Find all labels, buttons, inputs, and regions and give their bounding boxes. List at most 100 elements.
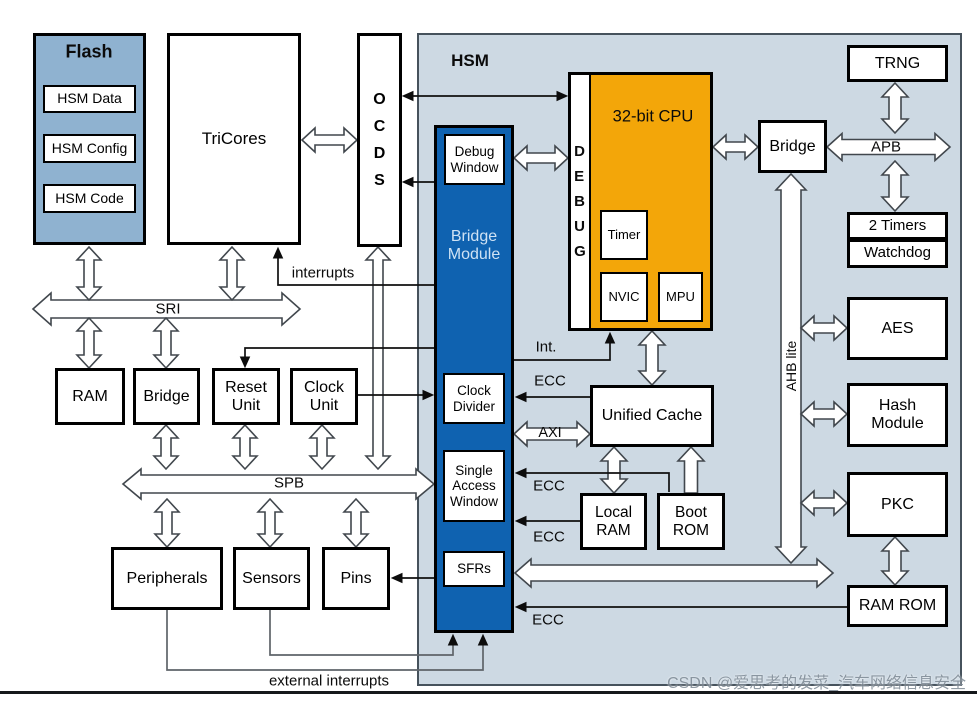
reset-unit-box: Reset Unit (212, 368, 280, 425)
sfrs-ahb-arrow (513, 557, 835, 589)
unified-cache-box: Unified Cache (590, 385, 714, 447)
cpu-cache-arrow (637, 329, 667, 387)
debugwindow-debug-arrow (512, 144, 570, 172)
ecc-localram-line-head0 (514, 515, 527, 527)
sri-bridge-arrow (152, 316, 180, 370)
ahb-hash-arrow (799, 400, 849, 428)
bridge-module-title: Bridge Module (447, 228, 501, 263)
hsm-title: HSM (451, 51, 489, 70)
ecc-label-ramrom: ECC (532, 611, 564, 629)
int-signal-label: Int. (535, 338, 557, 356)
debug-window-box: Debug Window (444, 134, 505, 185)
timer-box: Timer (600, 210, 648, 260)
watchdog-label: Watchdog (864, 244, 931, 262)
peripherals-external-interrupt-line (166, 610, 484, 671)
sensors-spb-arrow (256, 497, 284, 549)
sfrs-box: SFRs (443, 551, 505, 587)
flash-sri-arrow (75, 245, 103, 302)
flash-title: Flash (65, 41, 113, 62)
interrupts-line (277, 250, 434, 286)
bridgemodule-resetunit-line (244, 347, 434, 365)
peripherals-label: Peripherals (126, 569, 208, 587)
mpu-label: MPU (666, 288, 695, 304)
debug-window-label: Debug Window (450, 144, 499, 175)
ecc-label-cache: ECC (534, 372, 566, 390)
ram-rom-label: RAM ROM (858, 597, 937, 615)
clockunit-spb-arrow (308, 423, 336, 471)
pins-spb-arrow (342, 497, 370, 549)
ecc-label-bootrom: ECC (533, 477, 565, 495)
timers-label: 2 Timers (868, 216, 927, 234)
peripherals-external-interrupt-line-head0 (477, 633, 489, 646)
single-access-window-label: Single Access Window (449, 463, 498, 509)
trng-apb-arrow (880, 81, 910, 135)
apb-bus-arrow (825, 131, 952, 163)
sensors-box: Sensors (233, 547, 310, 610)
interrupts-label: interrupts (291, 264, 355, 282)
aes-label: AES (881, 319, 914, 337)
boot-rom-label: Boot ROM (672, 504, 710, 539)
cpu-title: 32-bit CPU (612, 107, 694, 126)
local-ram-label: Local RAM (594, 504, 633, 539)
bridge-label: Bridge (143, 387, 190, 405)
ecc-ramrom-line-head0 (514, 601, 527, 613)
unified-cache-label: Unified Cache (601, 407, 703, 425)
tricores-label: TriCores (201, 129, 267, 149)
sfrs-label: SFRs (457, 561, 491, 577)
peripherals-spb-arrow (153, 497, 181, 549)
ecc-bootrom-line (519, 472, 670, 492)
flash-hsm-data-box: HSM Data (43, 85, 136, 113)
clock-unit-box: Clock Unit (290, 368, 358, 425)
apb-bus-label: APB (870, 138, 902, 156)
sensors-label: Sensors (242, 569, 301, 587)
axi-bus-label: AXI (538, 425, 562, 441)
pkc-label: PKC (881, 495, 914, 513)
bridge-box: Bridge (133, 368, 200, 425)
ram-rom-box: RAM ROM (847, 585, 948, 627)
cache-localram-arrow (599, 445, 629, 495)
flash-hsm-code-box: HSM Code (43, 184, 136, 213)
aes-box: AES (847, 297, 948, 360)
reset-unit-label: Reset Unit (225, 378, 267, 414)
ecc-label-localram: ECC (533, 528, 565, 546)
hsm-bridge-box: Bridge (758, 120, 827, 173)
boot-rom-box: Boot ROM (657, 493, 725, 550)
hash-module-box: Hash Module (847, 383, 948, 447)
cpu-bridge-arrow (711, 133, 760, 161)
clock-divider-label: Clock Divider (452, 383, 495, 414)
ocds-debug-line-head1 (556, 90, 569, 102)
apb-timers-arrow (880, 159, 910, 213)
pkc-ramrom-arrow (880, 535, 910, 587)
ahb-aes-arrow (799, 314, 849, 342)
flash-hsm-config-label: HSM Config (51, 139, 128, 156)
timers-box: 2 Timers (847, 212, 948, 240)
tricores-sri-arrow (218, 245, 246, 302)
flash-hsm-data-label: HSM Data (57, 90, 122, 107)
bottom-rule (0, 691, 977, 694)
sfrs-pins-line-head0 (390, 572, 403, 584)
trng-box: TRNG (847, 45, 948, 82)
sensors-external-interrupt-line-head0 (447, 633, 459, 646)
local-ram-box: Local RAM (580, 493, 647, 550)
flash-hsm-config-box: HSM Config (43, 134, 136, 163)
ahb-lite-arrow (774, 172, 808, 565)
pkc-box: PKC (847, 472, 948, 537)
trng-label: TRNG (874, 54, 921, 72)
bridge-spb-arrow (152, 423, 180, 471)
external-interrupts-label: external interrupts (268, 672, 390, 690)
int-line (514, 336, 611, 361)
ram-box: RAM (55, 368, 125, 425)
tricores-ocds-arrow (300, 126, 359, 154)
clockunit-bridgemodule-line-head0 (422, 389, 435, 401)
bridgemodule-resetunit-line-head0 (239, 356, 251, 369)
nvic-box: NVIC (600, 272, 648, 322)
pins-box: Pins (322, 547, 390, 610)
pins-label: Pins (340, 569, 372, 587)
ocds-debug-line-head0 (401, 90, 414, 102)
timer-label: Timer (607, 226, 641, 242)
